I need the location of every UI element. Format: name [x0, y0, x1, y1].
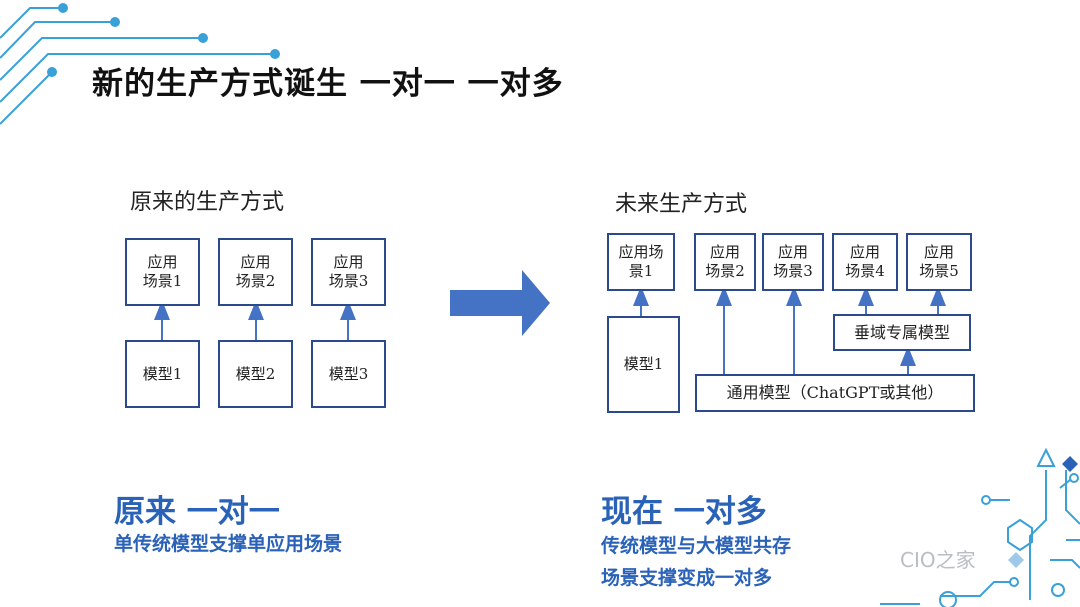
left-scene-2: 应用场景2 — [218, 238, 293, 306]
right-scene-4: 应用场景4 — [832, 233, 898, 291]
left-scene-3: 应用场景3 — [311, 238, 386, 306]
left-scene-1: 应用场景1 — [125, 238, 200, 306]
watermark: CIO之家 — [900, 548, 976, 572]
left-caption-line-1: 单传统模型支撑单应用场景 — [114, 533, 343, 555]
general-model-chatgpt: 通用模型（ChatGPT或其他） — [695, 374, 975, 412]
vertical-domain-model: 垂域专属模型 — [833, 314, 971, 351]
slide-title: 新的生产方式诞生 一对一 一对多 — [92, 66, 564, 102]
right-scene-2: 应用场景2 — [694, 233, 756, 291]
left-model-2: 模型2 — [218, 340, 293, 408]
left-diagram-title: 原来的生产方式 — [130, 190, 285, 215]
right-diagram-title: 未来生产方式 — [615, 192, 748, 217]
right-scene-3: 应用场景3 — [762, 233, 824, 291]
left-model-3: 模型3 — [311, 340, 386, 408]
circuit-decoration-top-left — [0, 3, 280, 125]
right-caption-head: 现在 一对多 — [601, 494, 767, 530]
left-model-1: 模型1 — [125, 340, 200, 408]
left-caption-head: 原来 一对一 — [114, 494, 280, 530]
right-scene-1: 应用场景1 — [607, 233, 675, 291]
right-caption-line-1: 传统模型与大模型共存 — [601, 535, 792, 557]
right-model-1: 模型1 — [607, 316, 680, 413]
right-scene-5: 应用场景5 — [906, 233, 972, 291]
right-caption-line-2: 场景支撑变成一对多 — [601, 567, 773, 589]
